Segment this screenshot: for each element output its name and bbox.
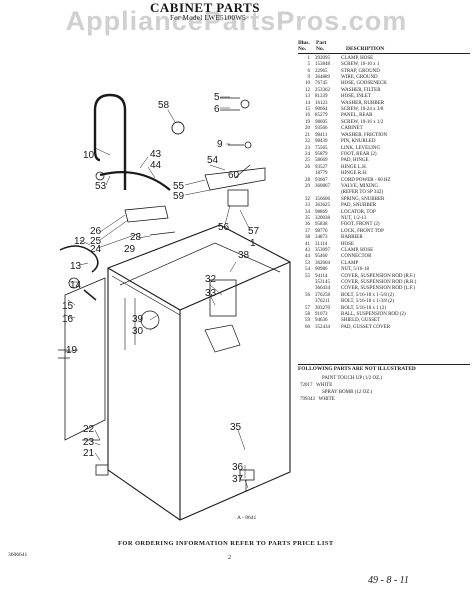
callout-57: 57: [248, 226, 260, 237]
callout-32: 32: [205, 274, 217, 285]
callout-26: 26: [90, 226, 102, 237]
callout-54: 54: [207, 155, 219, 166]
document-code: 3606641: [8, 552, 28, 558]
not-illustrated-item: 799343 WHITE: [300, 397, 335, 402]
callout-1: 1: [250, 238, 256, 249]
callout-60: 60: [228, 170, 240, 181]
not-illustrated-item: 72017 WHITE: [300, 383, 333, 388]
callout-5: 5: [214, 92, 220, 103]
handwritten-note: 49 - 8 - 11: [368, 575, 409, 586]
callout-13: 13: [70, 261, 82, 272]
not-illustrated-item: PAINT TOUCH UP (1/2 OZ.): [322, 376, 383, 381]
ordering-footer: FOR ORDERING INFORMATION REFER TO PARTS …: [118, 540, 334, 547]
callout-37: 37: [232, 474, 244, 485]
callout-36: 36: [232, 462, 244, 473]
callout-56: 56: [218, 222, 230, 233]
art-number: A - 8641: [237, 515, 257, 521]
callout-35: 35: [230, 422, 242, 433]
parts-list-header-2: No. No. DESCRIPTION: [298, 46, 470, 54]
callout-58: 58: [158, 100, 170, 111]
not-illustrated-heading: FOLLOWING PARTS ARE NOT ILLUSTRATED: [298, 364, 470, 372]
callout-28: 28: [130, 232, 142, 243]
callout-39: 39: [132, 314, 144, 325]
callout-22: 22: [83, 424, 95, 435]
callout-53: 53: [95, 181, 107, 192]
page-number: 2: [228, 555, 231, 561]
callout-23: 23: [83, 437, 95, 448]
callout-24: 24: [90, 244, 102, 255]
callout-10: 10: [83, 150, 95, 161]
callout-16: 16: [62, 314, 74, 325]
callout-15: 15: [62, 301, 74, 312]
callout-30: 30: [132, 326, 144, 337]
callout-9: 9: [217, 139, 223, 150]
callout-6: 6: [214, 104, 220, 115]
callout-44: 44: [150, 160, 162, 171]
callout-21: 21: [83, 448, 95, 459]
callout-29: 29: [124, 244, 136, 255]
callout-12: 12: [74, 236, 86, 247]
page-title: CABINET PARTS: [150, 0, 260, 15]
page-subtitle: For Model LWE5100W5: [170, 14, 246, 22]
callout-14: 14: [70, 280, 82, 291]
callout-43: 43: [150, 149, 162, 160]
callout-59: 59: [173, 191, 185, 202]
parts-list-header: Illus. Part: [298, 40, 327, 46]
callout-33: 33: [205, 288, 217, 299]
callout-55: 55: [173, 181, 185, 192]
not-illustrated-item: SPRAY BOMB (12 OZ.): [322, 390, 373, 395]
callout-19: 19: [66, 345, 78, 356]
parts-list-row: (REFER TO SP 342): [341, 190, 383, 196]
callout-38: 38: [238, 250, 250, 261]
callout-25: 25: [90, 236, 102, 247]
